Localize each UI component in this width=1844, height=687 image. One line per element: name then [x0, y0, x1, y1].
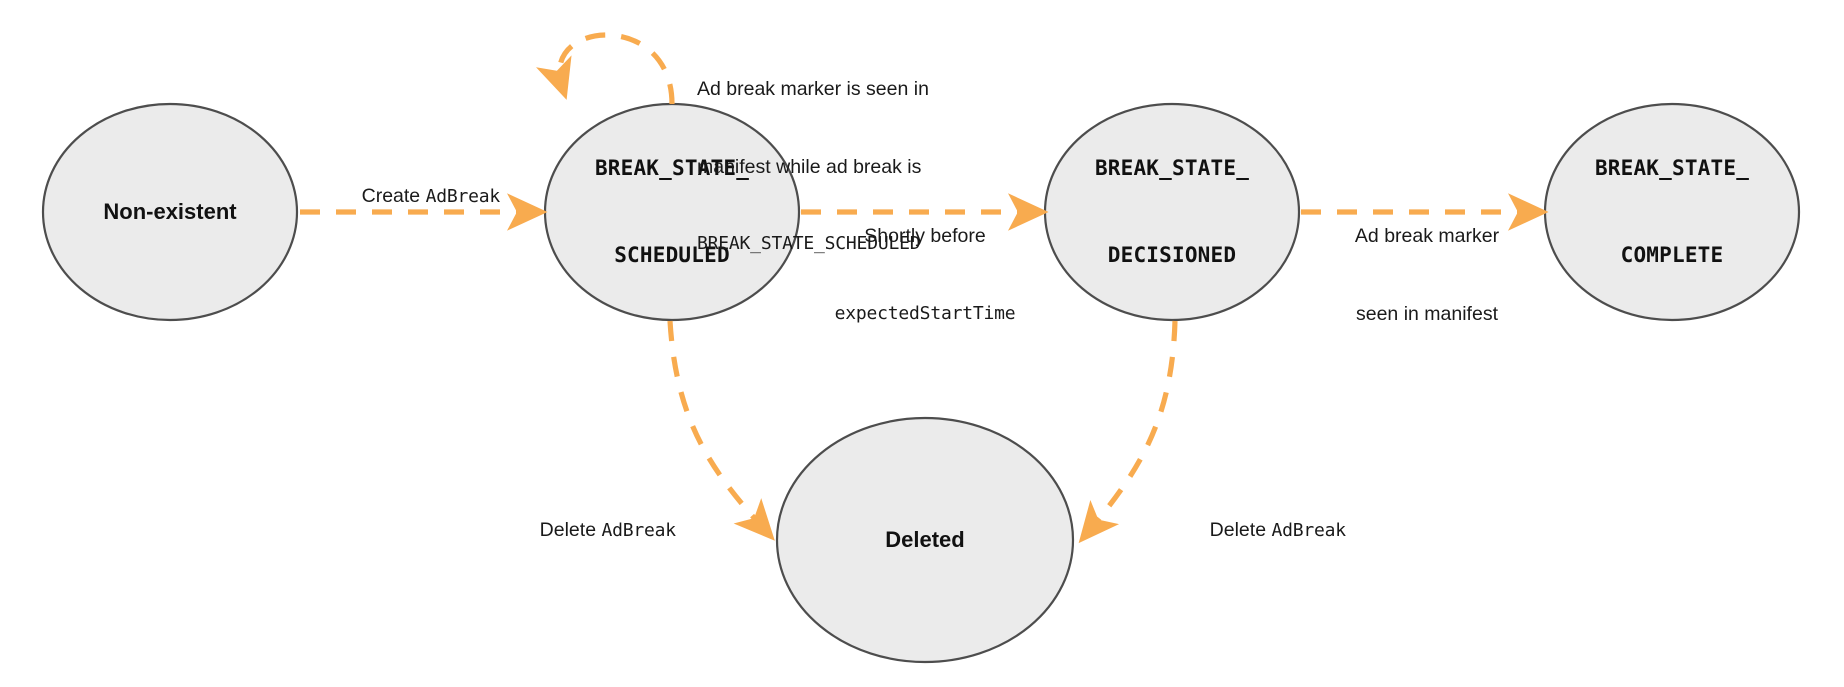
node-non-existent[interactable] [41, 102, 299, 322]
edge-decisioned-to-deleted [1078, 320, 1178, 544]
edge-label-shortly-before: Shortly before expectedStartTime [835, 172, 1016, 377]
edge-label-delete-adbreak-left: Delete AdBreak [518, 492, 676, 570]
node-break-state-decisioned[interactable] [1043, 102, 1301, 322]
edge-label-code: AdBreak [1271, 519, 1346, 541]
edge-label-code: AdBreak [601, 519, 676, 541]
edge-label-line-2: seen in manifest [1355, 302, 1498, 325]
edge-label-line-3-code: BREAK_STATE_SCHEDULED [697, 233, 921, 255]
edge-label-line-2-code: expectedStartTime [834, 302, 1016, 324]
node-deleted[interactable] [775, 416, 1075, 664]
edge-label-create-adbreak: Create AdBreak [340, 158, 501, 236]
edge-label-marker-seen-in-manifest: Ad break marker seen in manifest [1355, 172, 1499, 379]
edge-label-line-1: Ad break marker [1354, 224, 1500, 247]
edge-label-scheduled-self-loop: Ad break marker is seen in manifest whil… [697, 25, 929, 308]
node-break-state-complete[interactable] [1543, 102, 1801, 322]
edge-scheduled-to-deleted [667, 320, 775, 541]
edge-label-text: Create [361, 184, 426, 207]
edge-label-line-1: Ad break marker is seen in [697, 77, 929, 100]
edge-label-text: Delete [1209, 518, 1272, 541]
edge-label-line-2: manifest while ad break is [697, 155, 922, 178]
edge-label-code: AdBreak [425, 185, 501, 207]
edge-label-text: Delete [539, 518, 602, 541]
edge-label-delete-adbreak-right: Delete AdBreak [1188, 492, 1346, 570]
edge-scheduled-self-loop [536, 32, 675, 105]
edge-label-line-1: Shortly before [864, 224, 986, 247]
